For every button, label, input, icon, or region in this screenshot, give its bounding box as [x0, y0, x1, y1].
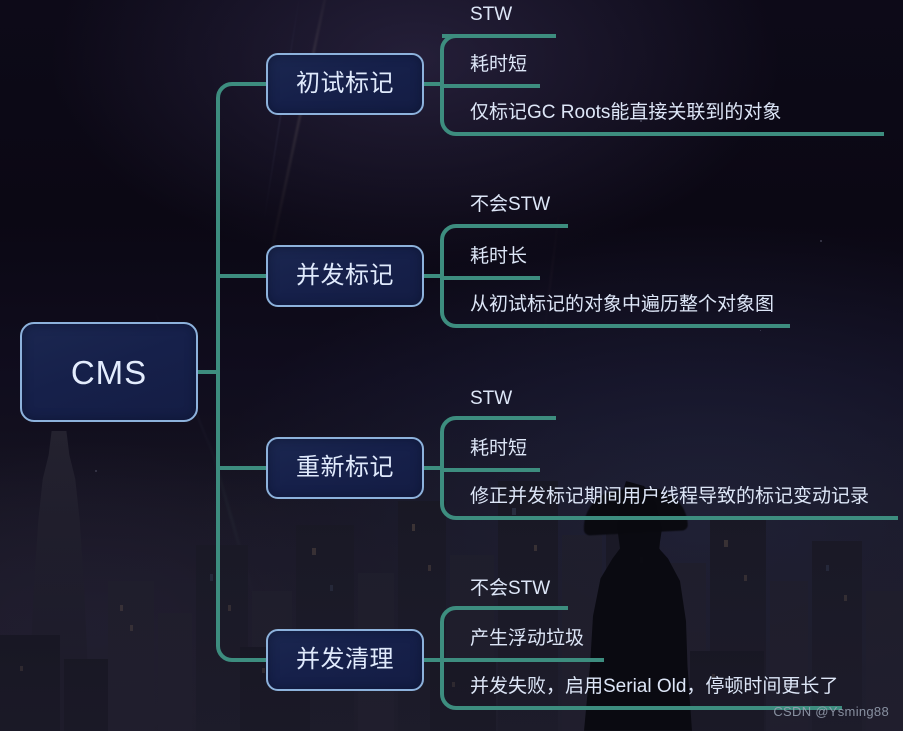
root-node-label: CMS [70, 353, 148, 391]
branch-node-label: 初试标记 [296, 70, 394, 97]
leaf-label[interactable]: STW [470, 388, 513, 409]
leaf-label[interactable]: STW [470, 4, 513, 25]
mindmap-branch-node-2[interactable]: 并发标记 [266, 245, 424, 307]
branch-node-label: 重新标记 [296, 454, 394, 481]
mindmap-root-node[interactable]: CMS [20, 322, 198, 422]
leaf-label[interactable]: 耗时短 [470, 438, 528, 459]
leaf-label[interactable]: 耗时短 [470, 54, 528, 75]
leaf-label[interactable]: 产生浮动垃圾 [470, 628, 585, 649]
leaf-label[interactable]: 不会STW [470, 578, 551, 599]
leaf-label[interactable]: 耗时长 [470, 246, 528, 267]
mindmap-branch-node-3[interactable]: 重新标记 [266, 437, 424, 499]
leaf-label[interactable]: 仅标记GC Roots能直接关联到的对象 [470, 102, 782, 123]
star-speck-icon [760, 330, 761, 331]
leaf-label[interactable]: 从初试标记的对象中遍历整个对象图 [470, 294, 775, 315]
watermark: CSDN @Ysming88 [773, 704, 889, 719]
branch-node-label: 并发标记 [296, 262, 394, 289]
leaf-label[interactable]: 不会STW [470, 194, 551, 215]
branch-node-label: 并发清理 [296, 646, 394, 673]
star-speck-icon [820, 240, 822, 242]
leaf-label[interactable]: 并发失败，启用Serial Old，停顿时间更长了 [470, 676, 839, 697]
mindmap-branch-node-1[interactable]: 初试标记 [266, 53, 424, 115]
mindmap-branch-node-4[interactable]: 并发清理 [266, 629, 424, 691]
leaf-label[interactable]: 修正并发标记期间用户线程导致的标记变动记录 [470, 486, 870, 507]
